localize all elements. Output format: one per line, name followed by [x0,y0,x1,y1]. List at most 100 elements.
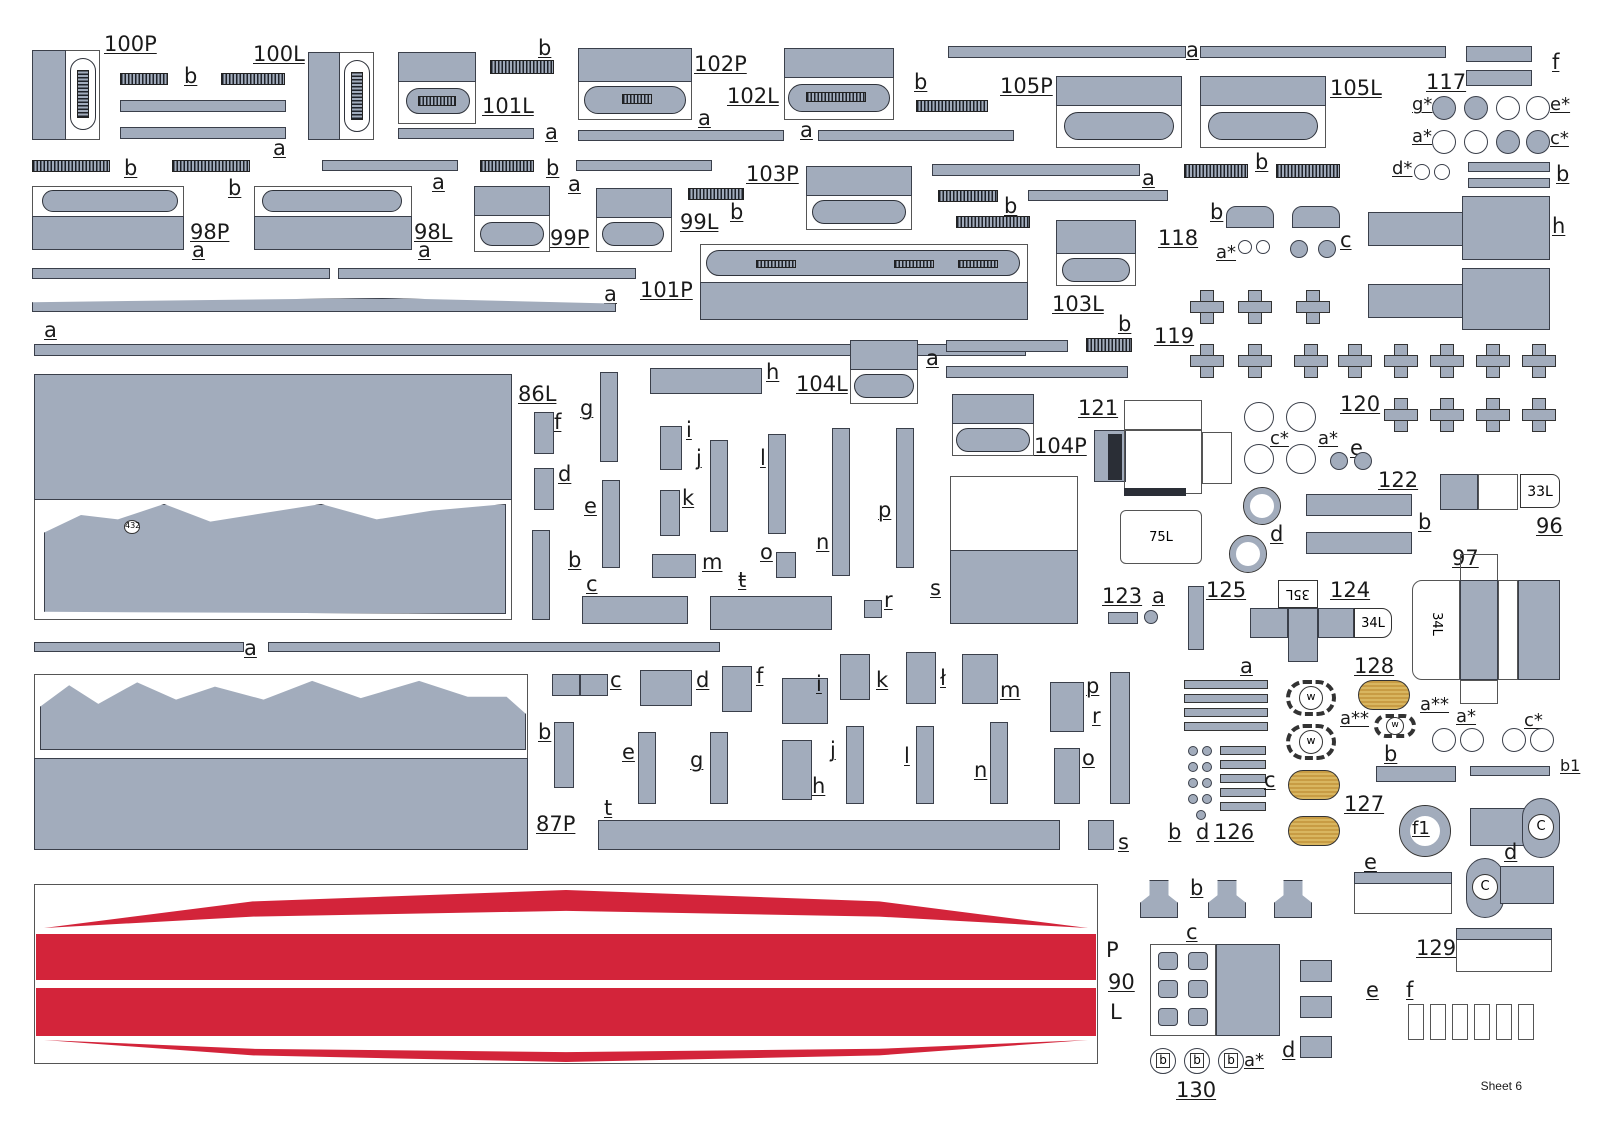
label-m-87: m [1000,678,1021,702]
part-123-disc [1144,610,1158,624]
tag-130-b-1: b [1156,1053,1170,1068]
label-90-L: L [1110,1000,1122,1024]
label-d-star: d* [1392,158,1413,179]
label-96: 96 [1536,514,1563,538]
part-bot-e-3 [1300,1036,1332,1058]
part-top-long-strip [948,46,1186,58]
part-e-87 [638,732,656,804]
part-126-3 [1184,708,1268,717]
part-121-disc-1 [1244,402,1274,432]
part-118-disc-2 [1256,240,1270,254]
part-103L-slot [1062,258,1130,282]
part-120-10 [1522,398,1556,432]
tag-130-b-3: b [1224,1053,1238,1068]
part-97-left [1412,580,1460,680]
label-105P: 105P [1000,74,1053,98]
part-117-disc-6 [1464,130,1488,154]
label-k-87: k [876,668,889,692]
part-121-right [1202,432,1232,484]
part-124-center [1288,608,1318,662]
part-i-86 [660,426,682,470]
label-r-87: r [1092,704,1101,728]
part-c-bot-piece-5 [1158,1008,1178,1026]
part-c-bot-box [1216,944,1280,1036]
part-r-86 [864,600,882,618]
tag-c-1: C [1528,814,1554,840]
label-b-87: b [538,720,552,744]
label-b-bot: b [1190,876,1204,900]
label-99L: 99L [680,210,719,234]
part-104L-slot [854,374,914,398]
label-a-star-118: a* [1216,242,1237,263]
label-b-103: b [1004,194,1018,218]
part-120-3 [1384,344,1418,378]
part-117-disc-3 [1496,96,1520,120]
label-f-86: f [554,410,562,434]
label-e-86: e [584,494,597,518]
label-a-98L: a [418,238,431,262]
part-98-strip-mid [322,160,458,171]
part-118-disc-3 [1290,240,1308,258]
label-c-126: c [1264,768,1276,792]
part-117-disc-10 [1434,164,1450,180]
part-99L-b [688,188,744,200]
part-bot-b-3 [1274,880,1312,918]
part-100-strip-2 [120,127,286,139]
tag-130-b-2: b [1190,1053,1204,1068]
part-117-strip-1 [1466,46,1532,62]
label-b-101: b [538,36,552,60]
part-87-strip-a-left [34,642,244,652]
part-117-disc-4 [1526,96,1550,120]
label-b-98-1: b [124,156,138,180]
label-s-87: s [1118,830,1129,854]
label-98L: 98L [414,220,453,244]
tag-c-2: C [1472,874,1498,900]
part-87P-hull [34,758,528,850]
label-a-star-130: a* [1244,1050,1265,1071]
part-f1-ring [1399,805,1451,857]
part-122-2 [1306,532,1412,554]
label-e-star: e* [1550,94,1571,115]
label-a-98P: a [192,238,205,262]
part-124-right [1318,608,1354,638]
label-c-bot: c [1186,920,1198,944]
part-99L-slot [602,222,664,246]
label-h-86: h [766,360,780,384]
part-99P-top [474,186,550,216]
label-e-bot: e [1366,978,1379,1002]
label-l-86: l [760,446,766,470]
part-103P-top [806,166,912,196]
label-101L: 101L [482,94,534,118]
part-c-87-tri [580,674,608,696]
label-d-86: d [558,462,572,486]
part-126-5 [1220,746,1266,755]
part-87P-deck [40,680,526,750]
part-100-strip-1 [120,100,286,112]
part-99P-slot [480,222,544,246]
label-c-star-121: c* [1270,428,1289,449]
part-f-86 [534,412,554,454]
part-c-bot-piece-6 [1188,1008,1208,1026]
part-86L-hull [34,374,512,500]
part-97-center [1460,580,1498,680]
part-101L-top [398,52,476,82]
part-117-strip-4 [1468,178,1550,188]
label-121: 121 [1078,396,1119,420]
part-j-86 [710,440,728,532]
part-104-strip-2 [946,366,1128,378]
label-86L: 86L [518,382,557,406]
label-b-102: b [914,70,928,94]
label-a-dstar-1: a** [1340,708,1370,729]
label-130: 130 [1176,1078,1217,1102]
part-126-disc-4 [1202,762,1212,772]
label-t-87-long: t [604,796,613,820]
label-119: 119 [1154,324,1195,348]
part-117-disc-2 [1464,96,1488,120]
part-104L-top [850,340,918,370]
part-86L-tag: 432 [124,520,140,534]
part-h-lower-tab [1462,268,1550,330]
part-105P-top [1056,76,1182,106]
part-98-b-left [32,160,110,172]
part-120-4 [1430,344,1464,378]
part-99L-top [596,188,672,218]
